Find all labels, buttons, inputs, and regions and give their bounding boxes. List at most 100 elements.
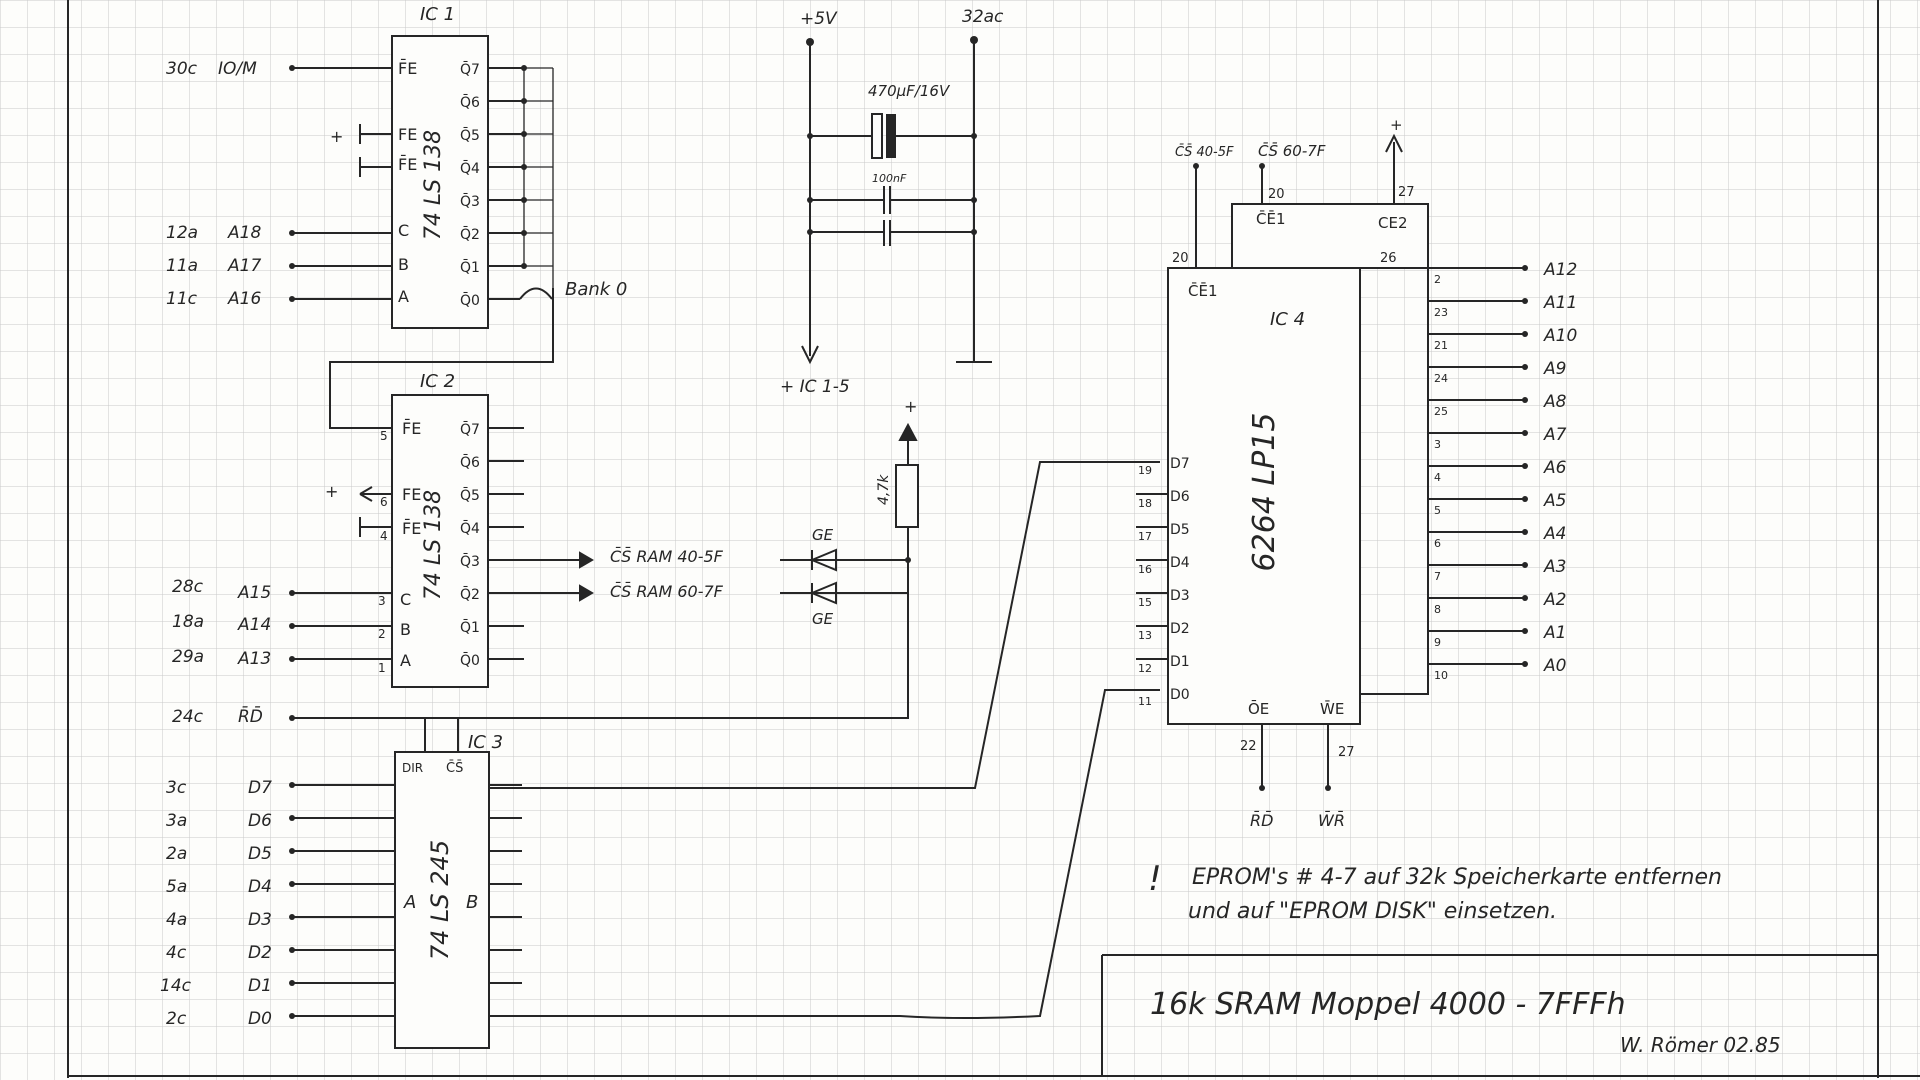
ce2-pin: 27	[1398, 185, 1415, 200]
ic2-fe1: F̄E	[402, 419, 421, 438]
ic3-dir: DIR	[402, 761, 423, 775]
ic4-d6: D6	[1170, 489, 1190, 505]
addr-a3: A3	[1543, 557, 1566, 577]
drawing-author: W. Römer 02.85	[1620, 1033, 1781, 1057]
ic1-pin-b: B	[398, 255, 409, 274]
ic2-pin-c: C	[400, 590, 411, 609]
ic2-fe3: F̄E	[402, 519, 421, 538]
ce2-plus: +	[1390, 116, 1403, 134]
ic4-a6-num: 4	[1434, 471, 1441, 484]
note-line1: EPROM's # 4-7 auf 32k Speicherkarte entf…	[1192, 865, 1722, 890]
sig-d1-name: D1	[248, 976, 272, 996]
ic2-c-num: 3	[378, 594, 386, 608]
ic1-fe3: F̄E	[398, 155, 417, 174]
ic2-fe2-plus: +	[325, 482, 338, 501]
ic2-inputs: 28c A15 18a A14 29a A13 24c R̄D̄	[172, 560, 909, 752]
ic3-side-b: B	[466, 892, 478, 913]
we-wr: W̄R̄	[1318, 811, 1345, 830]
ic1-fe2-plus: +	[330, 127, 343, 146]
ic4-sram: IC 4 6264 LP15 C̄Ē1 C̄Ē1 CE2 26 20 C̄S̄ …	[1136, 116, 1577, 830]
power-section: +5V 32ac 470µF/16V 100nF + IC 1-5	[780, 7, 1004, 397]
sig-d7-name: D7	[248, 778, 272, 798]
ic4-ce2: CE2	[1378, 214, 1408, 232]
sig-d5-pin: 2a	[166, 844, 187, 864]
ic4-d7: D7	[1170, 456, 1190, 472]
sig-a17-name: A17	[227, 256, 261, 276]
ic4-oe-num: 22	[1240, 739, 1257, 754]
ic4-ce2-num: 26	[1380, 251, 1397, 266]
sig-d6-pin: 3a	[166, 811, 187, 831]
ic4-d3-num: 15	[1138, 596, 1152, 609]
ic4-we: W̄E	[1320, 699, 1344, 718]
ic1-q7: Q̄7	[460, 60, 480, 78]
ic4-d5-num: 17	[1138, 530, 1152, 543]
addr-a5: A5	[1543, 491, 1566, 511]
ic4-a4-num: 6	[1434, 537, 1441, 550]
sig-a14-name: A14	[237, 615, 271, 635]
cs1-label: C̄S̄ RAM 40-5F	[610, 547, 724, 566]
sig-d3-pin: 4a	[166, 910, 187, 930]
ic4-a0-num: 10	[1434, 669, 1448, 682]
addr-a2: A2	[1543, 590, 1566, 610]
ic3-transceiver: IC 3 DIR C̄S̄ A B 74 LS 245	[289, 461, 1160, 1049]
sig-a15-name: A15	[237, 583, 271, 603]
cap-ceramic: 100nF	[872, 172, 907, 185]
ic3-ref: IC 3	[468, 732, 503, 753]
resistor-plus: +	[904, 397, 917, 416]
sig-a16-name: A16	[227, 289, 261, 309]
note-mark: !	[1148, 859, 1162, 899]
sig-a16-pin: 11c	[166, 289, 198, 309]
addr-a8: A8	[1543, 392, 1567, 412]
ic2-pin-a: A	[400, 651, 411, 670]
ic1-q3: Q̄3	[460, 192, 480, 210]
ic2-fe1-num: 5	[380, 429, 388, 443]
drawing-title: 16k SRAM Moppel 4000 - 7FFFh	[1150, 987, 1626, 1022]
ic4-d7-num: 19	[1138, 464, 1152, 477]
addr-a6: A6	[1543, 458, 1567, 478]
ic1-fe1: F̄E	[398, 59, 417, 78]
ic2-q2: Q̄2	[460, 585, 480, 603]
ic1-ref: IC 1	[420, 4, 455, 25]
cap-electrolytic: 470µF/16V	[868, 82, 951, 100]
ic1-q5: Q̄5	[460, 126, 480, 144]
ic2-part: 74 LS 138	[421, 490, 446, 600]
ic3-part: 74 LS 245	[426, 840, 454, 960]
ic4-a2-num: 8	[1434, 603, 1441, 616]
ic4-d2: D2	[1170, 621, 1190, 637]
ic4-a10-num: 21	[1434, 339, 1448, 352]
power-5v: +5V	[800, 9, 838, 29]
cs-diode-network: C̄S̄ RAM 40-5F C̄S̄ RAM 60-7F GE GE + 4,…	[610, 397, 919, 628]
ic4-a3-num: 7	[1434, 570, 1441, 583]
sig-rd-pin: 24c	[172, 707, 204, 727]
ic2-b-num: 2	[378, 627, 386, 641]
cs40-label: C̄S̄ 40-5F	[1175, 145, 1234, 160]
ic1-pin-a: A	[398, 287, 409, 306]
sig-d3-name: D3	[248, 910, 272, 930]
ic4-oe: ŌE	[1248, 699, 1269, 718]
addr-a4: A4	[1543, 524, 1566, 544]
addr-a11: A11	[1543, 293, 1577, 313]
sig-a18-name: A18	[227, 223, 261, 243]
addr-a10: A10	[1543, 326, 1577, 346]
ic1-inputs: 30c IO/M 12a A18 11a A17 11c A16	[166, 59, 261, 309]
ic1-q0: Q̄0	[460, 291, 480, 309]
ic4-a5-num: 5	[1434, 504, 1441, 517]
ic3-cs: C̄S̄	[446, 761, 463, 776]
power-to-ic: + IC 1-5	[780, 377, 850, 397]
sig-a14-pin: 18a	[172, 612, 204, 632]
ic4-d4-num: 16	[1138, 563, 1152, 576]
addr-a0: A0	[1543, 656, 1566, 676]
sig-d0-pin: 2c	[166, 1009, 187, 1029]
ic2-q5: Q̄5	[460, 486, 480, 504]
ic4-ce1-top: C̄Ē1	[1256, 209, 1286, 228]
ic4-d1-num: 12	[1138, 662, 1152, 675]
data-bus-inputs: 3c D7 3a D6 2a D5 5a D4 4a D3 4c D2 14c …	[160, 778, 272, 1029]
ic2-q4: Q̄4	[460, 519, 480, 537]
ic2-q7: Q̄7	[460, 420, 480, 438]
drawing-frame	[67, 0, 1920, 1078]
sig-d7-pin: 3c	[166, 778, 187, 798]
ic1-q2: Q̄2	[460, 225, 480, 243]
diode2-ge: GE	[812, 610, 834, 628]
